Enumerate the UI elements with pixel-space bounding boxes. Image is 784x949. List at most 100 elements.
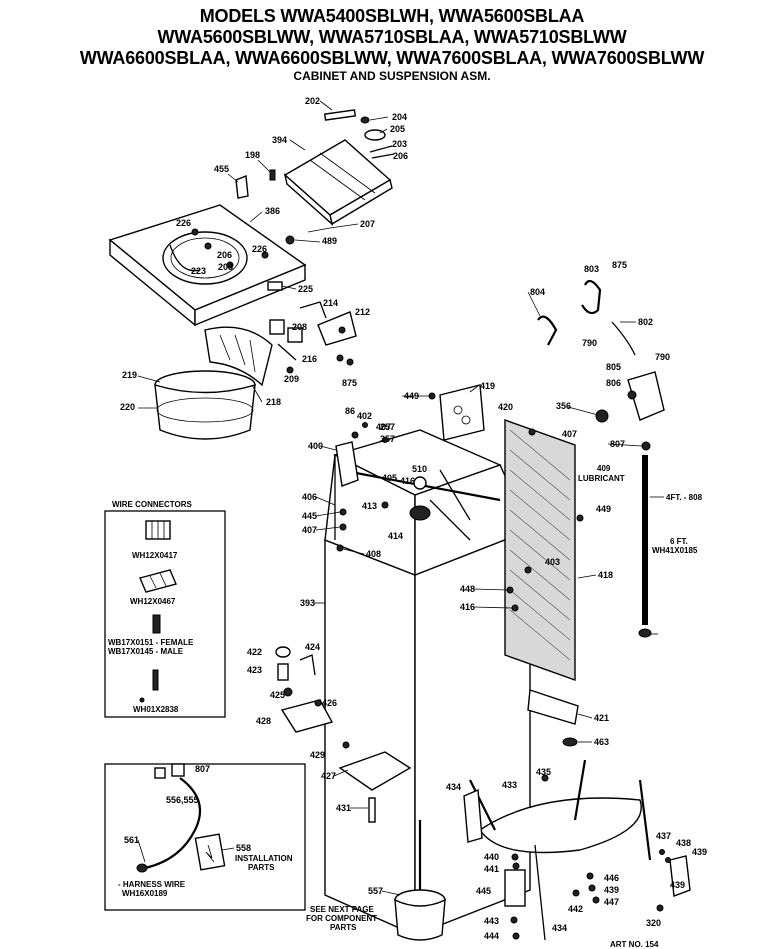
callout: 393 [300, 598, 315, 608]
suspension-assembly [463, 759, 691, 941]
part-803 [581, 279, 602, 315]
hose-4ft-label: 4FT. - 808 [666, 493, 703, 502]
part-402 [362, 422, 368, 428]
part-408 [336, 544, 344, 552]
title-line-3: WWA6600SBLAA, WWA6600SBLWW, WWA7600SBLAA… [79, 48, 705, 68]
callout: 448 [460, 584, 475, 594]
callout: 442 [568, 904, 583, 914]
callout: 205 [390, 124, 405, 134]
hinge-400 [335, 441, 359, 487]
callout: 428 [256, 716, 271, 726]
callout: 446 [604, 873, 619, 883]
part-440 [512, 862, 520, 870]
callout: 225 [298, 284, 313, 294]
callout: 445 [476, 886, 491, 896]
see-next-1: SEE NEXT PAGE [310, 905, 375, 914]
callout: 407 [376, 422, 391, 432]
hose-6ft-part: WH41X0185 [652, 546, 698, 555]
callout: 443 [484, 916, 499, 926]
lubricant-num: 409 [597, 464, 611, 473]
part-214 [299, 301, 327, 319]
harness-frame [104, 763, 306, 911]
callout: 805 [606, 362, 621, 372]
callout: 431 [336, 803, 351, 813]
callout: 790 [582, 338, 597, 348]
transmission-assembly [394, 820, 446, 941]
part-556-icon [171, 763, 185, 777]
callout: 423 [247, 665, 262, 675]
part-431 [368, 797, 376, 823]
callout: 429 [310, 750, 325, 760]
part-407 [339, 523, 347, 531]
callout: 223 [191, 266, 206, 276]
base-433 [479, 797, 642, 854]
part-449-side [576, 514, 584, 522]
harness-box [104, 763, 306, 911]
connector-icon-2 [139, 569, 177, 593]
callout: 434 [552, 923, 567, 933]
callout: 803 [584, 264, 599, 274]
callout: 86 [345, 406, 355, 416]
callout: 422 [247, 647, 262, 657]
part-207 [307, 227, 331, 233]
part-434-left [463, 788, 483, 843]
callout: 445 [302, 511, 317, 521]
callout: 207 [360, 219, 375, 229]
hinge-202 [323, 109, 357, 121]
callout-labels: 202 204 205 203 206 394 198 455 226 386 … [120, 96, 707, 941]
title-line-2: WWA5600SBLWW, WWA5710SBLAA, WWA5710SBLWW [157, 27, 627, 47]
callout: 403 [545, 557, 560, 567]
part-216 [277, 343, 297, 361]
callout: 208 [292, 322, 307, 332]
part-422 [275, 646, 291, 658]
part-557-icon [136, 863, 148, 873]
part-443 [512, 932, 520, 940]
callout: 198 [245, 150, 260, 160]
callout: 440 [484, 852, 499, 862]
callout: 220 [120, 402, 135, 412]
part-446 [588, 884, 596, 892]
callout: 257 [380, 422, 395, 432]
cabinet-front [324, 538, 416, 937]
leg-mid [573, 759, 587, 821]
callout: 418 [598, 570, 613, 580]
connector-icon-3 [152, 614, 161, 634]
connector-label-5: WH01X2838 [133, 705, 179, 714]
callout: 439 [604, 885, 619, 895]
part-208 [269, 319, 285, 335]
see-next-3: PARTS [330, 923, 357, 932]
valve-805 [627, 371, 665, 421]
callout: 424 [305, 642, 320, 652]
footer-art-no: ART NO. 154 [610, 940, 659, 949]
motor-body [394, 898, 446, 941]
bracket-428 [280, 699, 334, 733]
top-panel-side [194, 263, 306, 327]
part-216-block [287, 327, 303, 343]
leg-right [638, 779, 652, 861]
callout: 219 [122, 370, 137, 380]
part-429 [342, 741, 350, 749]
part-439-a [511, 853, 519, 861]
part-223 [169, 244, 201, 272]
part-489 [285, 235, 295, 245]
callout: 510 [412, 464, 427, 474]
installation-label: INSTALLATION [235, 854, 293, 863]
rod-444 [534, 844, 546, 941]
part-439-b [592, 896, 600, 904]
callout: 214 [323, 298, 338, 308]
part-439-c [656, 904, 664, 912]
part-419 [439, 384, 485, 441]
rail-421 [527, 689, 579, 725]
part-558-icon [154, 767, 166, 779]
callout: 216 [302, 354, 317, 364]
part-203 [369, 145, 393, 153]
callout: 790 [655, 352, 670, 362]
part-804 [537, 315, 558, 346]
leg-left [469, 779, 496, 831]
part-356 [595, 409, 609, 423]
leveling-assembly [275, 646, 579, 823]
part-423 [277, 663, 289, 681]
tub-cover-assembly [154, 326, 273, 440]
part-205 [364, 129, 386, 141]
